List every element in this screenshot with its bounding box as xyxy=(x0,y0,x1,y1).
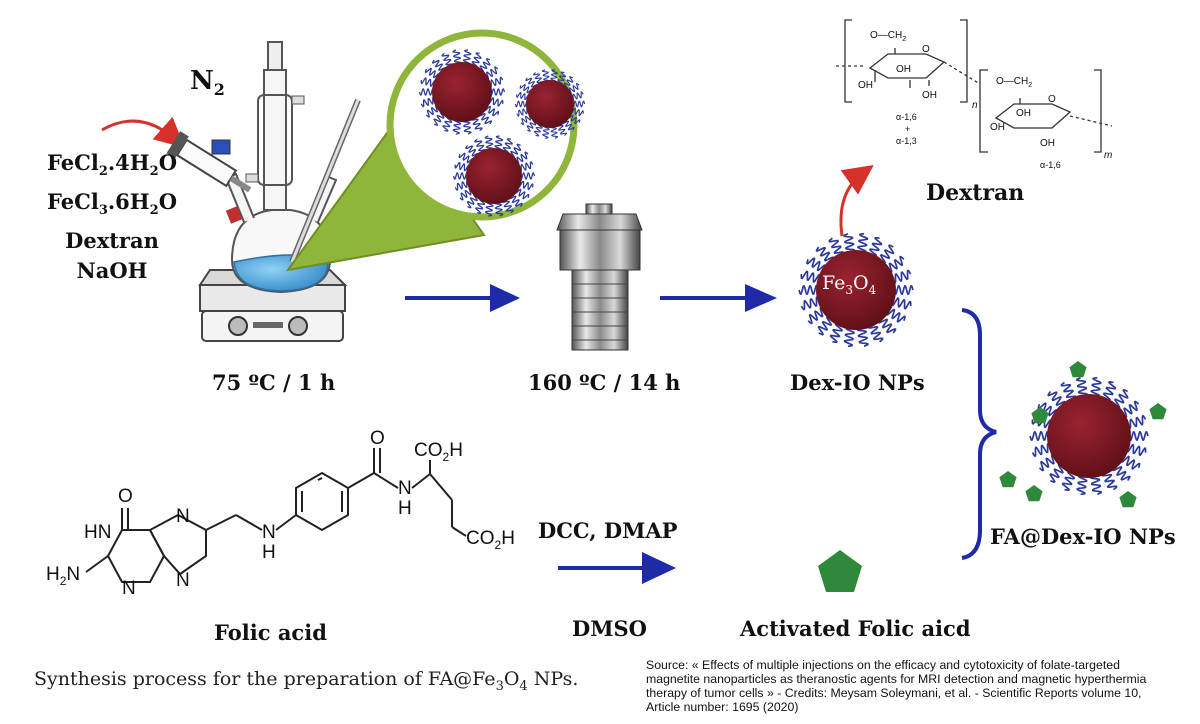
nitrogen-label: N2 xyxy=(190,66,225,100)
dextran-oh-5: OH xyxy=(1016,108,1031,119)
dextran-title: Dextran xyxy=(926,180,1025,206)
fa-ring-n1: N xyxy=(176,506,190,527)
folic-acid-label: Folic acid xyxy=(214,620,327,645)
dextran-ch2-top: O—CH2 xyxy=(870,30,907,43)
source-line: therapy of tumor cells » - Credits: Meys… xyxy=(646,686,1142,700)
dextran-link-plus: + xyxy=(905,124,911,134)
fa-dex-io-nanoparticle xyxy=(999,361,1167,508)
fa-ring-n3: N xyxy=(176,570,190,591)
dextran-link-1: α-1,6 xyxy=(896,112,917,122)
fa-ring-o: O xyxy=(118,486,133,507)
core-label: Fe3O4 xyxy=(822,272,877,297)
step1-arrow xyxy=(405,284,520,312)
reagent-fecl3: FeCl3.6H2O xyxy=(47,189,177,219)
dextran-ch2-bottom: O—CH2 xyxy=(996,76,1033,89)
dextran-link-3: α-1,6 xyxy=(1040,160,1061,170)
autoclave xyxy=(556,203,643,351)
activated-folic-acid-shape xyxy=(818,550,862,592)
reagent-addition-arrow xyxy=(101,116,185,148)
fa-co2h-top: CO2H xyxy=(414,440,463,464)
dextran-ring-o-bottom: O xyxy=(1048,94,1056,105)
dextran-m: m xyxy=(1104,150,1113,161)
fa-ring-n2: N xyxy=(122,578,136,599)
step3-arrow xyxy=(558,552,676,584)
dextran-structure xyxy=(836,19,1113,153)
fa-amine-h: H xyxy=(262,542,276,563)
dextran-release-arrow xyxy=(839,165,874,237)
fa-dex-io-label: FA@Dex-IO NPs xyxy=(990,524,1176,549)
step2-arrow xyxy=(660,284,777,312)
dex-io-nanoparticle xyxy=(798,232,914,348)
zoomed-nanoparticles xyxy=(418,49,586,217)
fa-amide-n: N xyxy=(398,478,412,499)
dex-io-label: Dex-IO NPs xyxy=(790,370,925,395)
figure-caption: Synthesis process for the preparation of… xyxy=(34,668,579,694)
fa-h2n: H2N xyxy=(46,564,81,588)
fa-amine-n: N xyxy=(262,522,276,543)
folic-acid-structure xyxy=(85,448,467,583)
source-line: magnetite nanoparticles as theranostic a… xyxy=(646,672,1147,686)
dextran-oh-2: OH xyxy=(896,64,911,75)
dextran-link-2: α-1,3 xyxy=(896,136,917,146)
source-line: Article number: 1695 (2020) xyxy=(646,700,799,714)
activated-folic-acid-label: Activated Folic aicd xyxy=(740,616,971,641)
dextran-n: n xyxy=(972,100,978,111)
step2-condition: 160 ºC / 14 h xyxy=(528,370,681,395)
fa-amide-h: H xyxy=(398,498,412,519)
dextran-ring-o-top: O xyxy=(922,44,930,55)
fa-ring-hn: HN xyxy=(84,522,112,543)
fa-co2h-bottom: CO2H xyxy=(466,528,515,552)
source-line: Source: « Effects of multiple injections… xyxy=(646,658,1120,672)
fa-amide-o: O xyxy=(370,428,385,449)
source-credit: Source: « Effects of multiple injections… xyxy=(646,658,1186,714)
reagent-dextran: Dextran xyxy=(65,228,159,254)
step1-condition: 75 ºC / 1 h xyxy=(212,370,336,395)
combine-brace xyxy=(961,308,997,560)
reaction-reagents-top: DCC, DMAP xyxy=(538,518,678,543)
dextran-oh-1: OH xyxy=(858,80,873,91)
dextran-oh-6: OH xyxy=(1040,138,1055,149)
dextran-oh-4: OH xyxy=(990,122,1005,133)
reagent-naoh: NaOH xyxy=(76,258,148,284)
reagent-fecl2: FeCl2.4H2O xyxy=(47,150,177,180)
reaction-flask xyxy=(166,41,361,294)
dextran-oh-3: OH xyxy=(922,90,937,101)
reagent-list: FeCl2.4H2O FeCl3.6H2O Dextran NaOH xyxy=(32,148,192,286)
reaction-solvent: DMSO xyxy=(572,616,647,641)
